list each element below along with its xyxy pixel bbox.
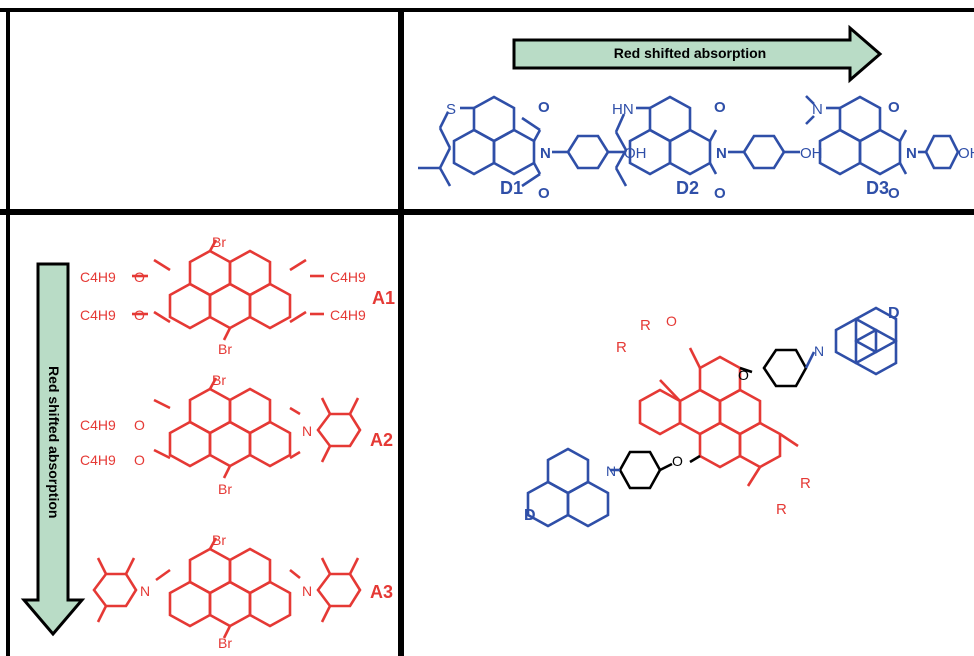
d3-hydroxyl: OH [958,145,974,162]
d2-label: D2 [676,178,699,198]
acceptor-a2 [153,377,362,479]
a1-oxygen-2: O [134,307,145,323]
a2-bromine-bottom: Br [218,481,232,497]
grid-divider-vertical [398,8,404,656]
d2-oxygen-top: O [714,99,726,116]
d1-hydroxyl: OH [624,145,647,162]
conj-d-1: D [888,305,900,322]
conjugate-text: R R R R O O O N N D D [524,305,900,524]
d1-oxygen-bottom: O [538,185,550,202]
a2-nitrogen: N [302,423,312,439]
a3-nitrogen-left: N [140,583,150,599]
conjugate-linkers [618,348,808,490]
d3-nitrogen: N [906,145,917,162]
d1-label: D1 [500,178,523,198]
left-arrow-label: Red shifted absorption [46,366,62,518]
a1-bromine-bottom: Br [218,341,232,357]
a1-oxygen-1: O [134,269,145,285]
a1-label: A1 [372,288,395,308]
d2-amine: HN [612,101,634,118]
acceptor-a3-text: Br Br N N A3 [140,532,393,651]
conj-r-3: R [800,475,811,492]
a2-bromine-top: Br [212,372,226,388]
d1-oxygen-top: O [538,99,550,116]
acceptor-a3 [92,537,362,639]
a2-butyl-1: C4H9 [80,417,116,433]
donor-d1 [418,95,624,188]
d3-oxygen-top: O [888,99,900,116]
donor-d2-text: HN O O N OH D2 [612,99,823,202]
d2-hydroxyl: OH [800,145,823,162]
a1-bromine-top: Br [212,234,226,250]
conjugate-perylene-core [638,347,799,487]
a1-butyl-4: C4H9 [330,307,366,323]
conj-r-1: R [640,317,651,334]
a2-oxygen-1: O [134,417,145,433]
d3-nitrogen-amine: N [812,101,823,118]
donor-d2 [614,95,800,187]
top-arrow: Red shifted absorption [512,24,883,84]
a3-bromine-top: Br [212,532,226,548]
d2-oxygen-bottom: O [714,185,726,202]
conj-r-4: R [776,501,787,518]
a2-label: A2 [370,430,393,450]
conj-n-1: N [814,343,824,359]
d3-label: D3 [866,178,889,198]
conj-o-1: O [666,313,677,329]
a1-butyl-1: C4H9 [80,269,116,285]
conjugate-naphthalimides [526,306,898,528]
d2-nitrogen: N [716,145,727,162]
acceptor-a1-text: Br Br C4H9 O C4H9 O C4H9 C4H9 A1 [80,234,395,357]
conj-o-2: O [738,367,749,383]
a3-bromine-bottom: Br [218,635,232,651]
conj-n-2: N [606,463,616,479]
d1-sulfur: S [446,101,456,118]
conj-d-2: D [524,507,536,524]
a1-butyl-2: C4H9 [80,307,116,323]
d1-nitrogen: N [540,145,551,162]
conj-o-3: O [672,453,683,469]
a2-oxygen-2: O [134,452,145,468]
conj-r-2: R [616,339,627,356]
grid-divider-horizontal [0,209,974,215]
grid-border-top [0,8,974,12]
acceptor-a1 [132,239,324,341]
a3-label: A3 [370,582,393,602]
donor-d3 [805,95,960,176]
a1-butyl-3: C4H9 [330,269,366,285]
acceptor-a2-text: Br Br C4H9 O C4H9 O N A2 [80,372,393,497]
left-arrow: Red shifted absorption [20,262,86,637]
a2-butyl-2: C4H9 [80,452,116,468]
donor-d3-text: N O O N OH D3 [812,99,974,202]
top-arrow-label: Red shifted absorption [614,45,766,61]
d3-oxygen-bottom: O [888,185,900,202]
grid-border-left [6,8,10,656]
a3-nitrogen-right: N [302,583,312,599]
